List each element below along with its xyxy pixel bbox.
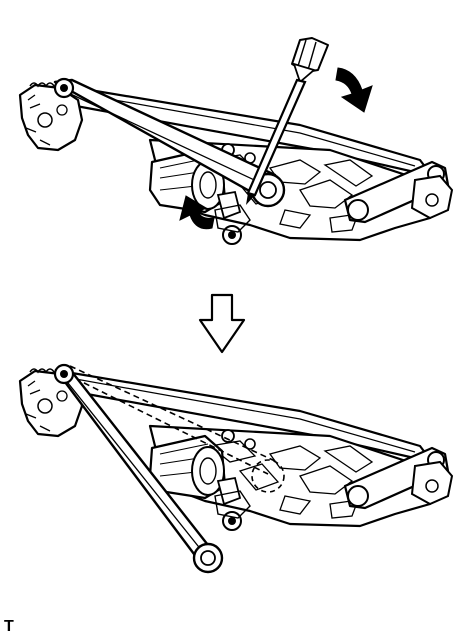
- rotate-arrow-icon: [335, 67, 373, 113]
- screwdriver-icon: [246, 37, 329, 205]
- reference-code: T: [4, 618, 14, 635]
- down-arrow-icon: [198, 293, 246, 354]
- pry-arrow-icon: [179, 195, 215, 230]
- bottom-illustration: [18, 363, 454, 574]
- top-illustration: [18, 37, 454, 246]
